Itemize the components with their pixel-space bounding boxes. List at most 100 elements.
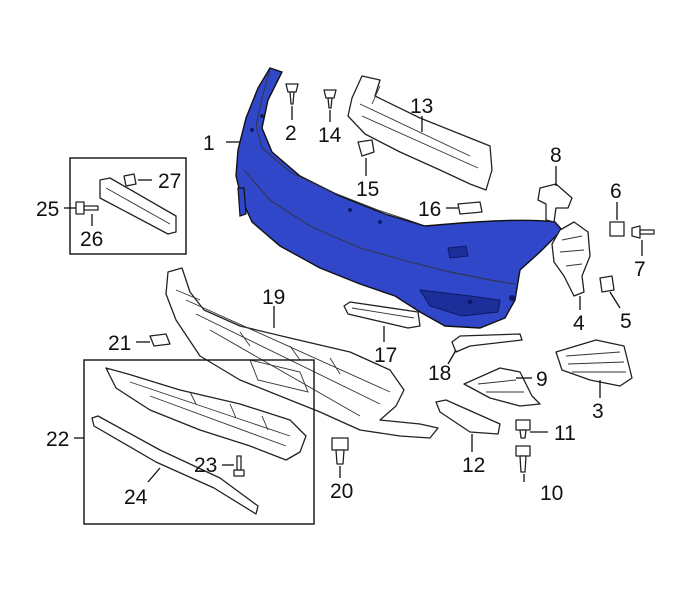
kit-frame-25 [69, 157, 187, 255]
callout-7: 7 [634, 258, 646, 281]
callout-9: 9 [536, 368, 548, 391]
part-17-trim-strip[interactable] [343, 301, 421, 329]
callout-16: 16 [418, 198, 441, 221]
part-23-screw[interactable] [233, 455, 245, 477]
bolt-head [515, 445, 531, 457]
bumper-fog-recess [447, 245, 469, 259]
part-20-bolt[interactable] [331, 437, 349, 465]
molding-shape [451, 333, 523, 353]
part-25-plate-bracket[interactable] [99, 177, 177, 235]
callout-23: 23 [194, 454, 217, 477]
part-2-push-pin[interactable] [285, 83, 299, 105]
bumper-sensor-hole [509, 295, 515, 301]
part-5-nut-clip[interactable] [599, 275, 615, 293]
nut-shape [123, 173, 137, 187]
cap-shape [457, 201, 483, 215]
part-9-air-guide[interactable] [463, 367, 541, 407]
bolt-shank [519, 429, 527, 439]
screw-shank [639, 229, 655, 235]
callout-2: 2 [285, 122, 297, 145]
bumper-grille-opening [419, 289, 501, 317]
part-27-nut[interactable] [123, 173, 137, 187]
callout-17: 17 [374, 344, 397, 367]
pin-head [285, 83, 299, 93]
clip-shape [357, 139, 375, 157]
callout-8: 8 [550, 144, 562, 167]
callout-19: 19 [262, 286, 285, 309]
part-6-nut-clip[interactable] [609, 221, 625, 237]
callout-20: 20 [330, 480, 353, 503]
bolt-shank [335, 449, 345, 465]
kit-frame-22 [83, 359, 315, 525]
side-bracket-upper [537, 183, 573, 223]
part-4-side-bracket[interactable] [551, 221, 591, 297]
bumper-left-tab [237, 187, 247, 217]
part-12-lower-trim[interactable] [435, 399, 501, 435]
part-26-screw[interactable] [75, 201, 99, 215]
callout-13: 13 [410, 95, 433, 118]
callout-14: 14 [318, 124, 342, 147]
upper-bracket-shape [347, 75, 493, 191]
part-8-side-bracket[interactable] [537, 183, 573, 223]
part-13-upper-bracket[interactable] [347, 75, 493, 191]
nut-clip-shape [609, 221, 625, 237]
leader-24 [147, 467, 161, 483]
callout-24: 24 [124, 486, 148, 509]
leader-lines [64, 106, 643, 483]
screw-shank [236, 455, 242, 471]
callout-1: 1 [203, 132, 215, 155]
part-10-bolt[interactable] [515, 445, 531, 473]
kit-shield-ribs [129, 381, 291, 447]
part-19-lower-shield[interactable] [165, 267, 439, 439]
callout-18: 18 [428, 362, 451, 385]
bumper-sensor-hole [467, 299, 473, 305]
callout-3: 3 [592, 400, 604, 423]
side-bracket-lower [551, 221, 591, 297]
bumper-sensor-hole [378, 220, 382, 224]
nut-clip-shape [599, 275, 615, 293]
kit-strip-shape [91, 415, 259, 515]
part-14-push-pin[interactable] [323, 89, 337, 109]
pin-shank [289, 91, 295, 105]
part-7-screw[interactable] [631, 225, 655, 239]
screw-head [233, 469, 245, 477]
pin-shank [327, 97, 333, 109]
screw-head [631, 225, 641, 239]
plate-bracket-edge [105, 187, 171, 225]
part-3-deflector[interactable] [555, 339, 633, 387]
callout-25: 25 [36, 198, 59, 221]
bumper-sensor-hole [348, 208, 352, 212]
lower-shield-vent [249, 359, 309, 393]
part-15-clip[interactable] [357, 139, 375, 157]
trim-strip-shape [343, 301, 421, 329]
callout-labels: 1 2 14 13 15 16 8 6 7 4 5 3 9 11 10 12 1… [36, 95, 646, 509]
air-guide-shape [463, 367, 541, 407]
bumper-sensor-hole [250, 128, 254, 132]
part-16-cap[interactable] [457, 201, 483, 215]
leader-18 [447, 349, 457, 365]
lower-shield-ribs [175, 289, 391, 417]
part-18-molding[interactable] [451, 333, 523, 353]
callout-15: 15 [356, 178, 379, 201]
part-22-shield-kit[interactable] [105, 367, 307, 461]
callout-21: 21 [108, 332, 131, 355]
callout-12: 12 [462, 454, 485, 477]
trim-strip-edge [351, 307, 415, 319]
callout-5: 5 [620, 310, 632, 333]
lower-shield-shape [165, 267, 439, 439]
callout-22: 22 [46, 428, 69, 451]
part-21-clip[interactable] [149, 333, 171, 347]
callout-10: 10 [540, 482, 563, 505]
part-24-trim-strip[interactable] [91, 415, 259, 515]
callout-11: 11 [554, 422, 576, 445]
bumper-sensor-hole [260, 114, 264, 118]
part-11-bolt[interactable] [515, 419, 531, 439]
bumper-lower-edge [243, 169, 516, 285]
pin-head [323, 89, 337, 99]
side-bracket-ribs [559, 235, 585, 267]
callout-27: 27 [158, 170, 181, 193]
bolt-head [331, 437, 349, 451]
bolt-shank [519, 455, 527, 473]
bumper-upper-lip [255, 69, 421, 225]
